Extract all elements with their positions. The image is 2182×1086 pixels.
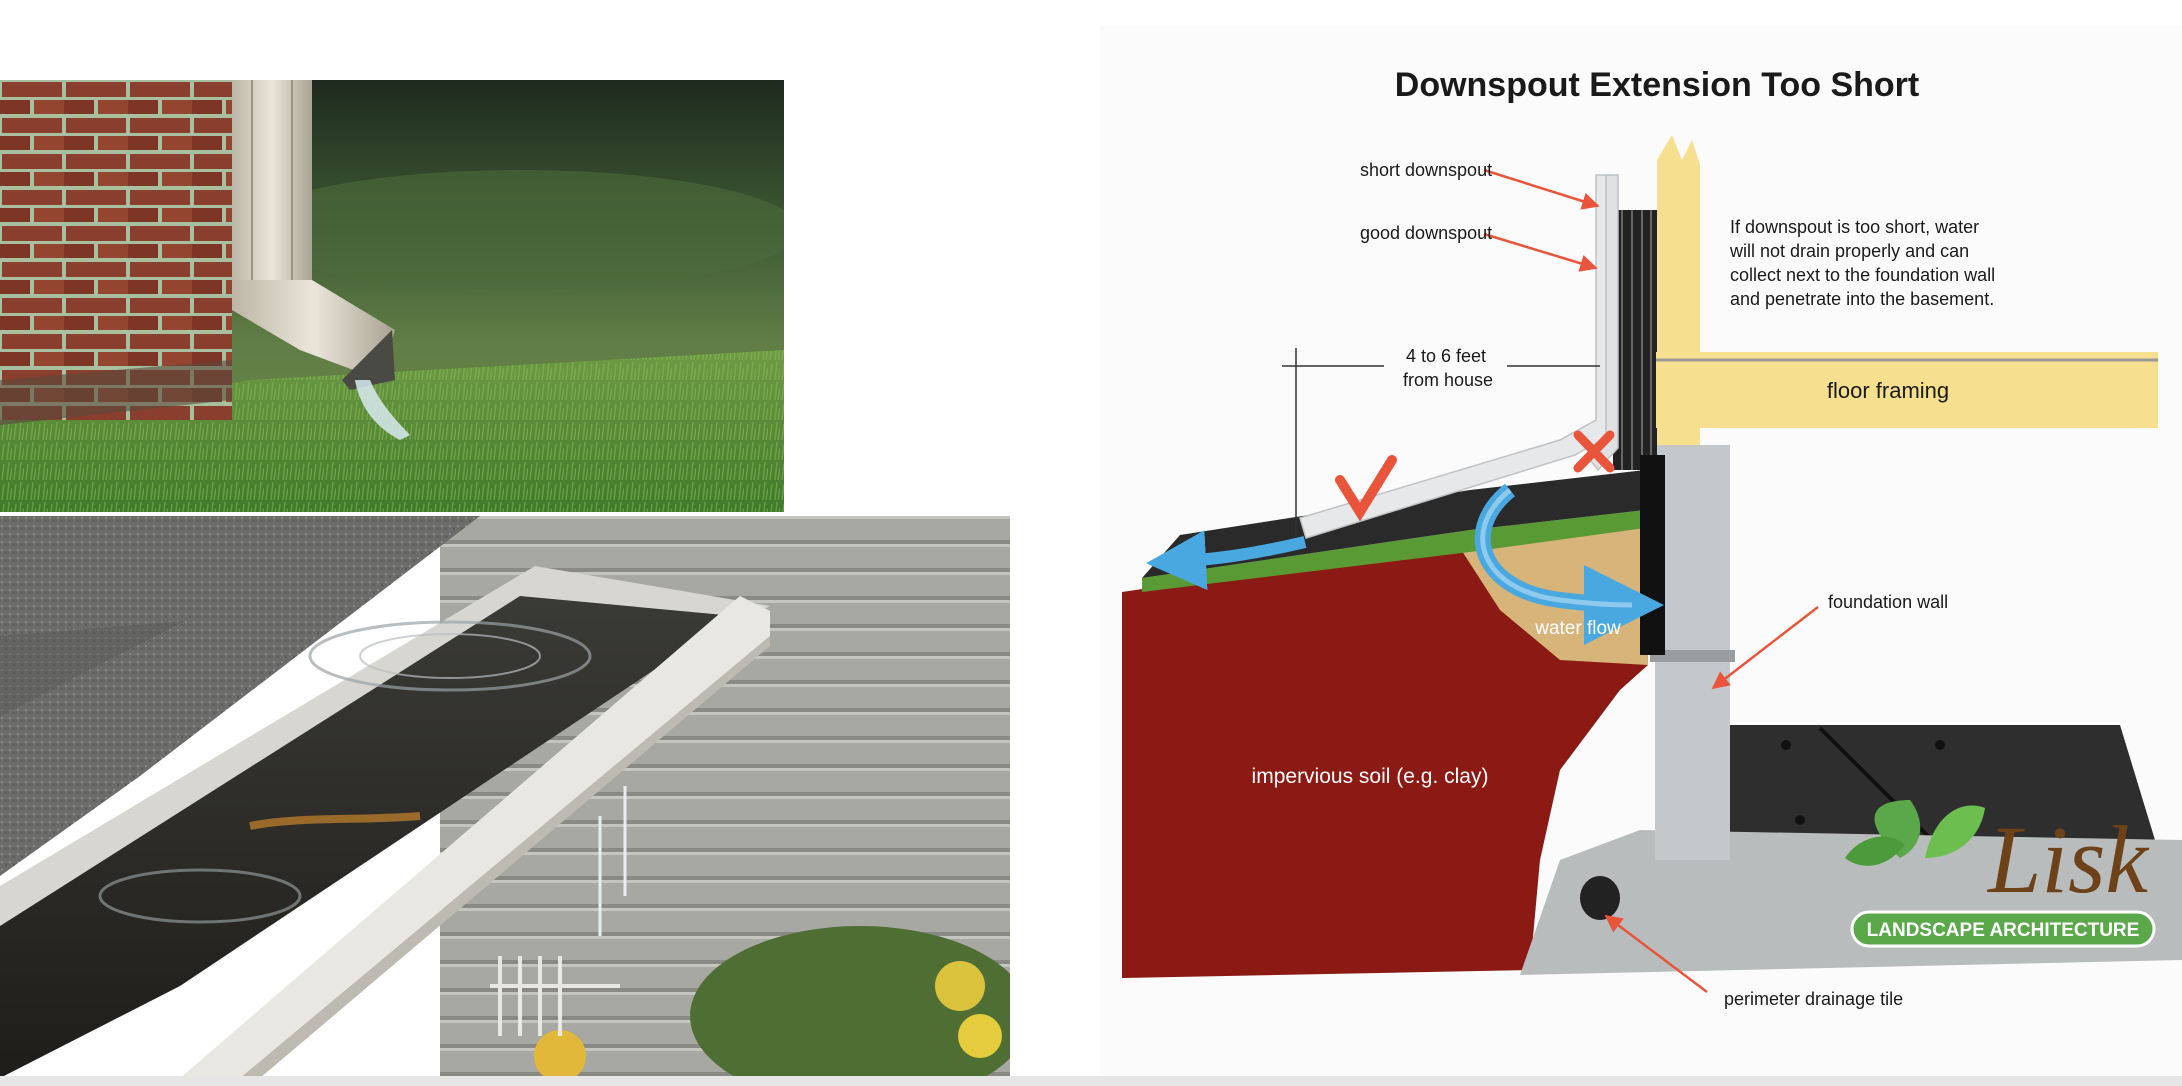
basement-floor — [1730, 725, 2155, 840]
distance-label-line2: from house — [1403, 370, 1493, 390]
foundation-joint — [1650, 650, 1735, 662]
drainage-tile — [1580, 876, 1620, 920]
diagram-title: Downspout Extension Too Short — [1395, 66, 1919, 104]
bad-x-icon — [1573, 430, 1615, 473]
water-runoff-arrow — [1146, 530, 1307, 591]
floor-framing-shape — [1656, 352, 2158, 428]
logo-tagline: LANDSCAPE ARCHITECTURE — [1867, 920, 2140, 941]
gutter-photo — [0, 516, 1010, 1078]
impervious-soil-label: impervious soil (e.g. clay) — [1252, 765, 1489, 788]
leaf-icon — [1925, 805, 1985, 858]
logo-tagline-band — [1850, 910, 2156, 948]
foundation-wall-label: foundation wall — [1828, 592, 1948, 612]
distance-label-line1: 4 to 6 feet — [1406, 346, 1486, 366]
note-line2: will not drain properly and can — [1729, 241, 1969, 261]
foundation-wall-leader — [1711, 606, 1819, 690]
note-line4: and penetrate into the basement. — [1730, 289, 1994, 309]
impervious-soil-layer — [1122, 515, 1648, 978]
note-line1: If downspout is too short, water — [1730, 217, 1979, 237]
logo-wordmark: Lisk — [1986, 806, 2150, 913]
short-downspout-leader — [1483, 168, 1600, 210]
floor-framing-label: floor framing — [1827, 378, 1949, 403]
water-flow-label: water flow — [1534, 618, 1621, 639]
leaf-icon — [1874, 800, 1921, 858]
bottom-strip — [0, 1076, 2182, 1086]
downspout-photo-art — [0, 80, 784, 512]
lisk-logo: Lisk LANDSCAPE ARCHITECTURE — [1845, 800, 2156, 948]
note-line3: collect next to the foundation wall — [1730, 265, 1995, 285]
drainage-tile-leader — [1604, 914, 1708, 993]
downspout-photo — [0, 80, 784, 512]
gutter-photo-art — [0, 516, 1010, 1078]
grass-layer — [1142, 510, 1645, 592]
short-downspout-label: short downspout — [1360, 160, 1492, 180]
leaf-icon — [1845, 836, 1905, 866]
siding-wall — [1613, 210, 1657, 470]
downspout-diagram: Downspout Extension Too Short short down… — [1100, 26, 2182, 1076]
sill-plate-black — [1640, 455, 1665, 655]
good-checkmark-icon — [1335, 455, 1397, 522]
diagram-canvas: Downspout Extension Too Short short down… — [1122, 66, 2182, 1009]
perimeter-tile-label: perimeter drainage tile — [1724, 989, 1903, 1009]
good-downspout-leader — [1483, 232, 1598, 272]
good-downspout-label: good downspout — [1360, 223, 1492, 243]
